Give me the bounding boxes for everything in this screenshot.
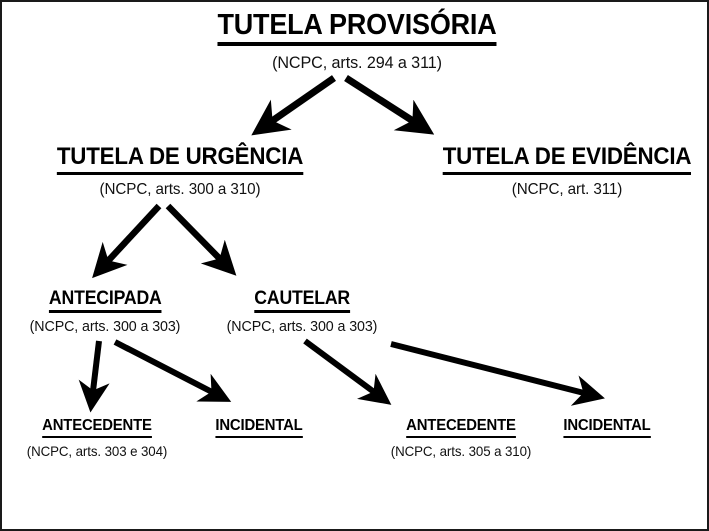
node-tutela-de-evidencia: TUTELA DE EVIDÊNCIA (NCPC, art. 311): [433, 143, 700, 199]
node-antecedente-antecipada: ANTECEDENTE (NCPC, arts. 303 e 304): [23, 417, 171, 459]
node-cautelar: CAUTELAR (NCPC, arts. 300 a 303): [223, 288, 382, 336]
node-subtitle-antecipada: (NCPC, arts. 300 a 303): [29, 318, 181, 336]
node-antecipada: ANTECIPADA (NCPC, arts. 300 a 303): [26, 288, 185, 336]
node-subtitle-tutela-provisoria: (NCPC, arts. 294 a 311): [272, 53, 442, 73]
node-subtitle-antecedente-cautelar: (NCPC, arts. 305 a 310): [390, 442, 532, 459]
node-subtitle-cautelar: (NCPC, arts. 300 a 303): [226, 318, 378, 336]
node-title-tutela-de-urgencia: TUTELA DE URGÊNCIA: [56, 143, 303, 175]
node-tutela-de-urgencia: TUTELA DE URGÊNCIA (NCPC, arts. 300 a 31…: [48, 143, 313, 199]
node-subtitle-tutela-de-evidencia: (NCPC, art. 311): [511, 180, 623, 198]
node-title-tutela-de-evidencia: TUTELA DE EVIDÊNCIA: [442, 143, 691, 175]
node-subtitle-antecedente-antecipada: (NCPC, arts. 303 e 304): [26, 442, 168, 459]
node-title-antecipada: ANTECIPADA: [48, 288, 162, 314]
arrow-root-to-urgencia: [251, 75, 336, 136]
node-title-incidental-cautelar: INCIDENTAL: [563, 417, 651, 438]
node-tutela-provisoria: TUTELA PROVISÓRIA (NCPC, arts. 294 a 311…: [207, 9, 507, 73]
arrow-cautelar-to-antecedente: [303, 338, 392, 405]
node-title-antecedente-antecipada: ANTECEDENTE: [42, 417, 152, 438]
node-title-antecedente-cautelar: ANTECEDENTE: [406, 417, 516, 438]
arrow-urgencia-to-cautelar: [165, 203, 237, 276]
node-title-tutela-provisoria: TUTELA PROVISÓRIA: [217, 9, 497, 47]
node-incidental-antecipada: INCIDENTAL: [212, 417, 306, 438]
node-title-cautelar: CAUTELAR: [254, 288, 350, 314]
node-subtitle-tutela-de-urgencia: (NCPC, arts. 300 a 310): [99, 180, 261, 198]
arrow-urgencia-to-antecipada: [92, 203, 162, 279]
node-title-incidental-antecipada: INCIDENTAL: [215, 417, 303, 438]
arrow-antecipada-to-antecedente: [78, 340, 110, 413]
node-incidental-cautelar: INCIDENTAL: [560, 417, 654, 438]
arrow-cautelar-to-incidental: [390, 341, 605, 406]
arrow-root-to-evidencia: [344, 75, 435, 135]
node-antecedente-cautelar: ANTECEDENTE (NCPC, arts. 305 a 310): [387, 417, 535, 459]
arrow-antecipada-to-incidental: [113, 339, 232, 402]
